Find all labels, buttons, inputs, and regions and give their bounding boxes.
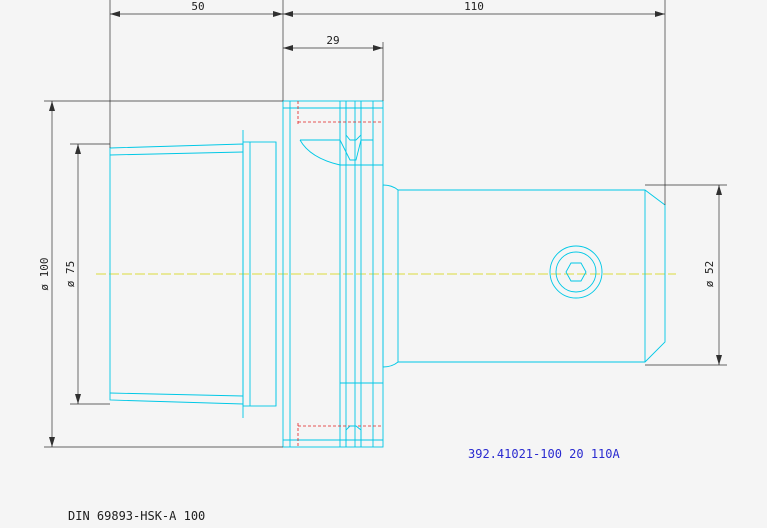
set-screw-outer (549, 245, 603, 299)
dim-label-29: 29 (326, 34, 339, 47)
dim-label-dia-100: ø 100 (38, 257, 51, 290)
dimension-dia-75: ø 75 (64, 143, 110, 405)
dimension-dia-52: ø 52 (645, 184, 727, 366)
dim-label-50: 50 (191, 0, 204, 13)
hex-socket-icon (565, 262, 587, 282)
dim-label-dia-75: ø 75 (64, 261, 77, 288)
dimension-110: 110 (283, 0, 666, 205)
dimension-29: 29 (283, 34, 384, 101)
shank (382, 184, 666, 368)
dimension-dia-100: ø 100 (38, 100, 283, 448)
flange (282, 100, 384, 448)
standard-label: DIN 69893-HSK-A 100 (68, 509, 205, 523)
part-number-label: 392.41021-100 20 110A (468, 447, 620, 461)
dimension-50: 50 (109, 0, 284, 148)
hsk-taper (109, 130, 277, 418)
dim-label-dia-52: ø 52 (703, 261, 716, 288)
dim-label-110: 110 (464, 0, 484, 13)
